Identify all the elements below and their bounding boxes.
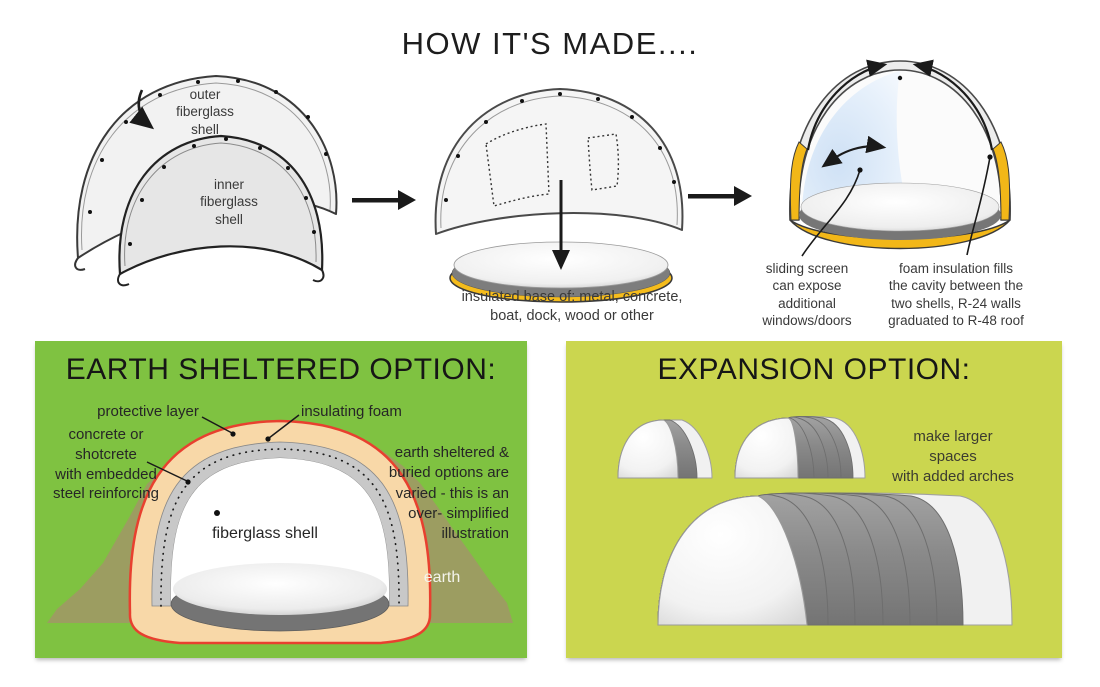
page-title: HOW IT'S MADE.... — [401, 26, 699, 61]
outer-shell-label: outer fiberglass shell — [176, 87, 234, 137]
earth-sheltered-title: EARTH SHELTERED OPTION: — [65, 353, 497, 386]
insulated-base-caption: insulated base of: metal, concrete, boat… — [461, 289, 683, 324]
fiberglass-shell-label: fiberglass shell — [212, 525, 318, 542]
window-outlines — [485, 123, 620, 207]
rivet-dots-shell — [444, 92, 676, 202]
leader-lines — [801, 156, 991, 257]
earth-label: earth — [423, 569, 461, 586]
base-placement-illustration — [434, 88, 684, 303]
finished-dome-illustration — [789, 59, 1011, 257]
earth-sheltered-illustration — [47, 414, 513, 645]
right-arrow-icon — [688, 186, 752, 206]
sliding-screen-note: sliding screen can expose additional win… — [762, 261, 852, 328]
earth-sheltered-panel: EARTH SHELTERED OPTION: protective layer… — [35, 341, 527, 658]
foam-insulation-note: foam insulation fills the cavity between… — [888, 261, 1024, 328]
small-dome — [617, 419, 713, 479]
rivet-dots-inner-shell — [128, 137, 316, 246]
placement-arrow-icon — [129, 89, 155, 130]
protective-layer-label: protective layer — [97, 403, 199, 420]
expansion-caption: make larger spaces with added arches — [892, 428, 1014, 485]
foam-insulation-band — [789, 141, 1011, 250]
medium-dome — [734, 416, 866, 479]
insulating-foam-label: insulating foam — [301, 403, 402, 420]
expansion-title: EXPANSION OPTION: — [657, 353, 971, 386]
concrete-label: concrete or shotcrete with embedded stee… — [53, 426, 159, 503]
right-arrow-icon — [352, 190, 416, 210]
sliding-screen-panel — [802, 71, 908, 212]
rivet-dots-outer-shell — [88, 79, 328, 214]
large-dome — [657, 492, 1013, 626]
inner-shell-label: inner fiberglass shell — [200, 177, 258, 227]
shell-assembly-illustration — [74, 75, 338, 287]
expansion-panel: EXPANSION OPTION: make larger spaces wit… — [566, 341, 1062, 658]
earth-sheltered-note: earth sheltered & buried options are var… — [388, 444, 509, 542]
leader-lines — [146, 414, 300, 482]
slide-motion-arrows — [806, 59, 994, 168]
expansion-illustration — [617, 416, 1013, 626]
